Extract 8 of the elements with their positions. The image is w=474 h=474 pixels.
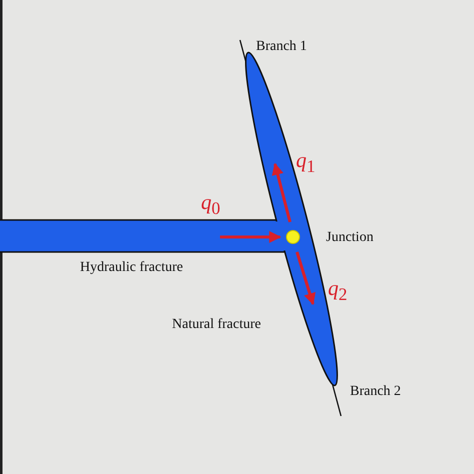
junction-label: Junction bbox=[326, 231, 374, 245]
flow-symbol: q$_{0}$ bbox=[201, 192, 220, 218]
fracture-label: Hydraulic fracture bbox=[80, 261, 183, 275]
flow-symbol: q$_{2}$ bbox=[328, 278, 348, 304]
flow-symbol: q$_{1}$ bbox=[296, 150, 316, 176]
branch-label: Branch 1 bbox=[256, 40, 307, 54]
fracture-label: Natural fracture bbox=[172, 318, 261, 332]
branch-label: Branch 2 bbox=[350, 385, 401, 399]
